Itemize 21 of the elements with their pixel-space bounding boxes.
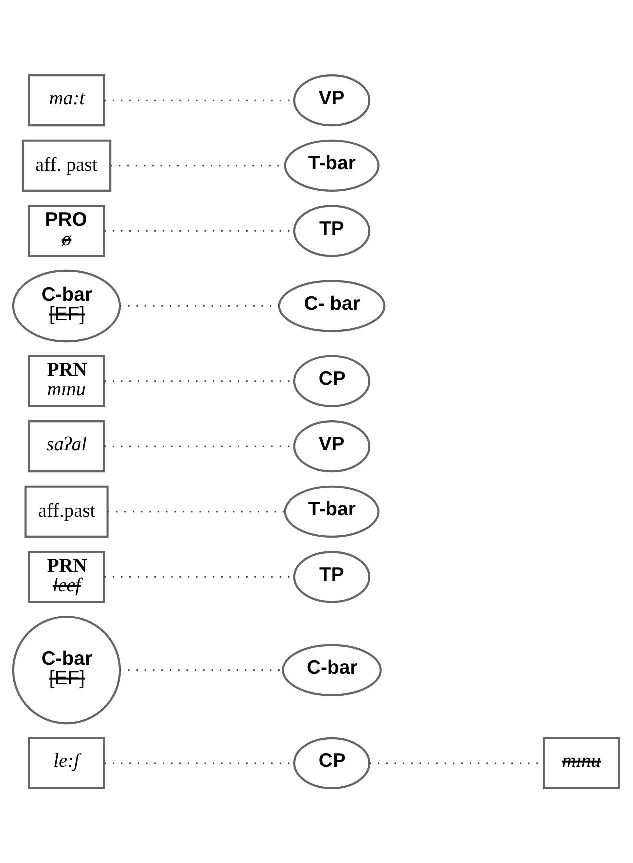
node-box: PRN mɪnu xyxy=(28,354,106,407)
node-box: PRO ø xyxy=(28,204,106,257)
node-box: mɪnu xyxy=(543,736,620,789)
node-box: ma:t xyxy=(28,74,106,126)
node-box: PRN leef xyxy=(28,550,106,603)
node-circle: C-bar [EF] xyxy=(12,615,122,724)
node-ellipse: TP xyxy=(293,204,371,257)
node-ellipse: T-bar xyxy=(284,485,380,538)
node-ellipse: T-bar xyxy=(284,139,380,192)
node-ellipse: TP xyxy=(293,550,371,603)
node-ellipse: C-bar [EF] xyxy=(12,269,122,342)
node-ellipse: C-bar xyxy=(282,644,382,696)
node-ellipse: C- bar xyxy=(278,280,386,332)
node-box: aff. past xyxy=(22,139,112,192)
node-ellipse: VP xyxy=(293,74,371,126)
node-ellipse: CP xyxy=(293,736,371,789)
node-box: le:ʃ xyxy=(28,736,106,789)
node-ellipse: VP xyxy=(293,420,371,472)
node-box: saʔal xyxy=(28,420,106,472)
node-box: aff.past xyxy=(24,485,109,538)
node-ellipse: CP xyxy=(293,354,371,407)
